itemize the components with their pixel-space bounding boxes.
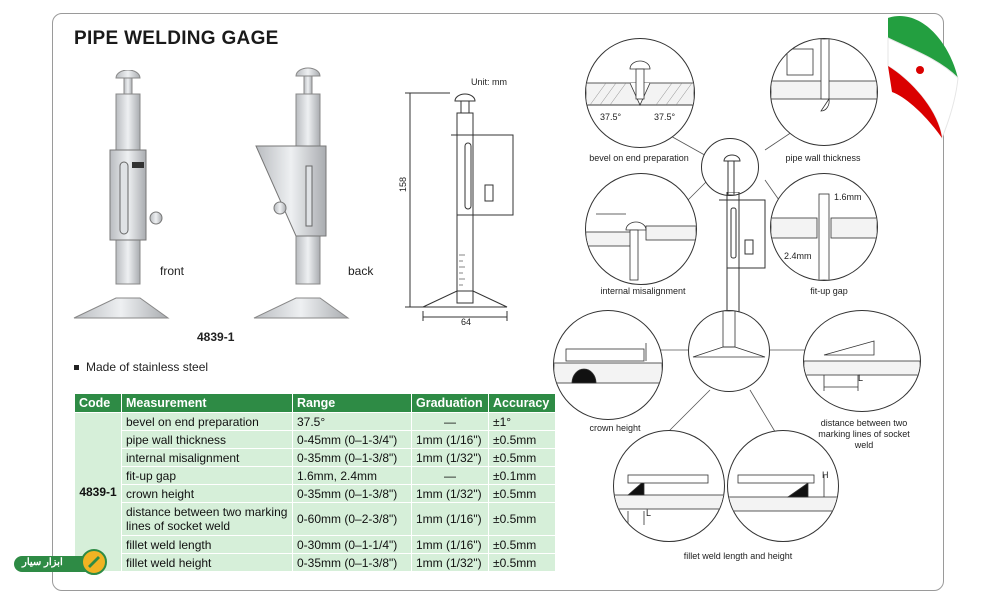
socket-label: distance between two marking lines of so… (818, 418, 910, 450)
range-cell: 0-30mm (0–1-1/4") (292, 535, 412, 554)
brand-logo-text: ابزار سیار (22, 557, 63, 568)
table-row: 4839-1 bevel on end preparation 37.5° — … (74, 412, 556, 572)
fitup-drawing (771, 193, 877, 280)
wall-thickness-drawing (771, 39, 877, 112)
range-cell: 0-35mm (0–1-3/8") (292, 484, 412, 503)
accuracy-cell: ±0.5mm (488, 502, 556, 536)
table-row: pipe wall thickness 0-45mm (0–1-3/4") 1m… (75, 430, 556, 449)
range-cell: 1.6mm, 2.4mm (292, 466, 412, 485)
fillet-length-drawing (614, 474, 724, 525)
table-row: distance between two marking lines of so… (75, 502, 556, 536)
dimension-drawing (405, 92, 514, 321)
col-measurement: Measurement (121, 393, 293, 413)
feature-text: Made of stainless steel (86, 360, 209, 374)
height-dimension: 158 (398, 176, 408, 192)
base-detail-drawing (692, 311, 766, 358)
graduation-cell: 1mm (1/16") (411, 430, 489, 449)
graduation-cell: 1mm (1/32") (411, 484, 489, 503)
socket-diagram (803, 310, 921, 412)
measurement-cell: bevel on end preparation (121, 412, 293, 431)
table-header-row: Code Measurement Range Graduation Accura… (74, 393, 556, 413)
fitup-label: fit-up gap (810, 286, 848, 296)
graduation-cell: — (411, 466, 489, 485)
bevel-label: bevel on end preparation (589, 153, 689, 163)
accuracy-cell: ±0.5mm (488, 553, 556, 572)
range-cell: 37.5° (292, 412, 412, 431)
crown-height-drawing (554, 343, 662, 384)
table-row: fillet weld length 0-30mm (0–1-1/4") 1mm… (75, 535, 556, 554)
bullet-icon (74, 365, 79, 371)
wall-thickness-diagram (770, 38, 878, 146)
range-cell: 0-35mm (0–1-3/8") (292, 553, 412, 572)
center-detail-circle (701, 138, 759, 196)
table-row: fit-up gap 1.6mm, 2.4mm — ±0.1mm (75, 466, 556, 485)
table-row: crown height 0-35mm (0–1-3/8") 1mm (1/32… (75, 484, 556, 503)
measurement-cell: fillet weld height (121, 553, 293, 572)
measurement-cell: fillet weld length (121, 535, 293, 554)
page-title: PIPE WELDING GAGE (74, 28, 279, 49)
fitup-diagram (770, 173, 878, 281)
front-view-label: front (160, 264, 185, 278)
socket-letter: L (858, 373, 864, 383)
accuracy-cell: ±0.1mm (488, 466, 556, 485)
bevel-drawing (586, 60, 694, 106)
range-cell: 0-35mm (0–1-3/8") (292, 448, 412, 467)
spec-table: Code Measurement Range Graduation Accura… (74, 393, 556, 572)
fillet-height-drawing (728, 474, 838, 512)
flag-icon (887, 16, 959, 140)
graduation-cell: 1mm (1/32") (411, 448, 489, 467)
base-detail-circle (688, 310, 770, 392)
graduation-cell: 1mm (1/16") (411, 535, 489, 554)
accuracy-cell: ±0.5mm (488, 484, 556, 503)
crown-height-label: crown height (589, 423, 641, 433)
bevel-angle-left: 37.5° (600, 112, 622, 122)
accuracy-cell: ±0.5mm (488, 535, 556, 554)
bevel-diagram (585, 38, 695, 148)
unit-label: Unit: mm (471, 77, 507, 87)
table-row: fillet weld height 0-35mm (0–1-3/8") 1mm… (75, 553, 556, 572)
back-view-label: back (348, 264, 374, 278)
socket-drawing (804, 340, 920, 391)
bevel-angle-right: 37.5° (654, 112, 676, 122)
fillet-length-diagram (613, 430, 725, 542)
accuracy-cell: ±1° (488, 412, 556, 431)
center-detail-drawing (723, 154, 741, 195)
accuracy-cell: ±0.5mm (488, 448, 556, 467)
fillet-length-letter: L (646, 508, 652, 518)
misalignment-drawing (586, 213, 696, 281)
brand-logo: ابزار سیار (12, 548, 107, 576)
back-view-image (253, 67, 350, 319)
measurement-cell: pipe wall thickness (121, 430, 293, 449)
feature-bullet: Made of stainless steel (74, 360, 208, 374)
fitup-value-a: 1.6mm (834, 192, 862, 202)
graduation-cell: 1mm (1/32") (411, 553, 489, 572)
fillet-height-letter: H (822, 470, 829, 480)
table-row: internal misalignment 0-35mm (0–1-3/8") … (75, 448, 556, 467)
measurement-cell: fit-up gap (121, 466, 293, 485)
col-code: Code (74, 393, 122, 413)
wall-thickness-label: pipe wall thickness (785, 153, 861, 163)
col-range: Range (292, 393, 412, 413)
graduation-cell: 1mm (1/16") (411, 502, 489, 536)
front-view-image (73, 70, 170, 319)
fitup-value-b: 2.4mm (784, 251, 812, 261)
fillet-height-diagram (727, 430, 839, 542)
brand-logo-mark (14, 549, 107, 575)
model-number: 4839-1 (197, 330, 235, 344)
measurement-cell: internal misalignment (121, 448, 293, 467)
accuracy-cell: ±0.5mm (488, 430, 556, 449)
col-graduation: Graduation (411, 393, 489, 413)
misalignment-label: internal misalignment (600, 286, 686, 296)
misalignment-diagram (585, 173, 697, 285)
crown-height-diagram (553, 310, 663, 420)
width-dimension: 64 (461, 317, 472, 327)
graduation-cell: — (411, 412, 489, 431)
fillet-label: fillet weld length and height (683, 551, 793, 561)
range-cell: 0-60mm (0–2-3/8") (292, 502, 412, 536)
measurement-cell: distance between two marking lines of so… (121, 502, 293, 536)
measurement-cell: crown height (121, 484, 293, 503)
range-cell: 0-45mm (0–1-3/4") (292, 430, 412, 449)
